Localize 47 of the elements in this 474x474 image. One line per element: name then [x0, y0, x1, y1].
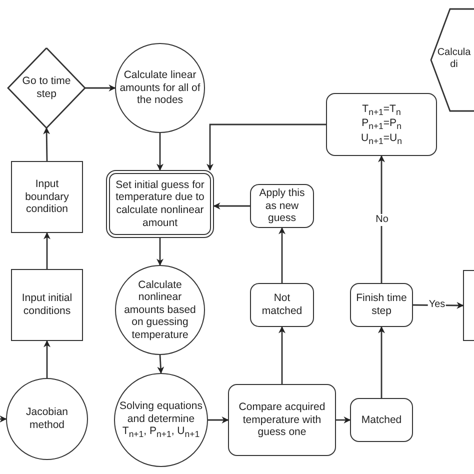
arrow [44, 340, 50, 378]
arrow [378, 155, 385, 283]
arrow [156, 238, 164, 266]
arrow [213, 202, 250, 210]
process-box [106, 170, 214, 238]
decision-diamond [8, 48, 85, 128]
node-text: Set initial guess for temperature due to calculate nonlinear amount [114, 178, 206, 230]
node-text: Not matched [260, 292, 304, 318]
node-text: Matched [360, 414, 403, 426]
process-box [463, 270, 474, 341]
arrow [413, 302, 464, 309]
arrow [0, 416, 7, 422]
arrow [44, 232, 50, 269]
node-text: Finish time step [355, 292, 408, 318]
input-box [11, 161, 83, 233]
equation-text: P$_{n+1}$=P$_{n}$ [360, 117, 402, 132]
arrow [43, 127, 50, 161]
node-text: Calcula di [436, 47, 472, 71]
node-text: Apply this as new guess [258, 187, 306, 225]
equation-text: T$_{n+1}$=T$_{n}$ [361, 102, 402, 118]
arrow [278, 227, 286, 283]
process-box [250, 283, 314, 327]
process-box [350, 398, 413, 442]
node-text: Input initial conditions [20, 292, 74, 318]
node-text: Calculate nonlinear amounts based on guessing temperature [123, 278, 197, 342]
arrow [157, 354, 164, 374]
arrow [336, 416, 351, 424]
node-text: Solving equations and determine T$_{n+1}$, P$_{n+1}$, U$_{n+1}$ [118, 400, 204, 440]
arrow [85, 84, 116, 92]
node-text: Input boundary condition [24, 178, 70, 216]
equation-text: U$_{n+1}$=U$_{n}$ [360, 132, 404, 146]
arrow [378, 326, 385, 398]
node-text: Go to time step [21, 75, 72, 101]
arrow [206, 124, 326, 171]
input-box [11, 269, 83, 341]
preparation-hexagon [430, 8, 474, 112]
node-text: Compare acquired temperature with guess one [238, 401, 326, 439]
edge-label: No [374, 214, 390, 226]
arrow [208, 416, 229, 424]
arrow [156, 133, 164, 171]
arrow [278, 326, 286, 384]
node-text: Jacobian method [24, 406, 70, 432]
process-box [350, 283, 413, 327]
process-box [326, 93, 437, 156]
process-box [228, 384, 336, 456]
process-box [250, 184, 314, 228]
node-text: Calculate linear amounts for all of the nodes [119, 69, 201, 107]
